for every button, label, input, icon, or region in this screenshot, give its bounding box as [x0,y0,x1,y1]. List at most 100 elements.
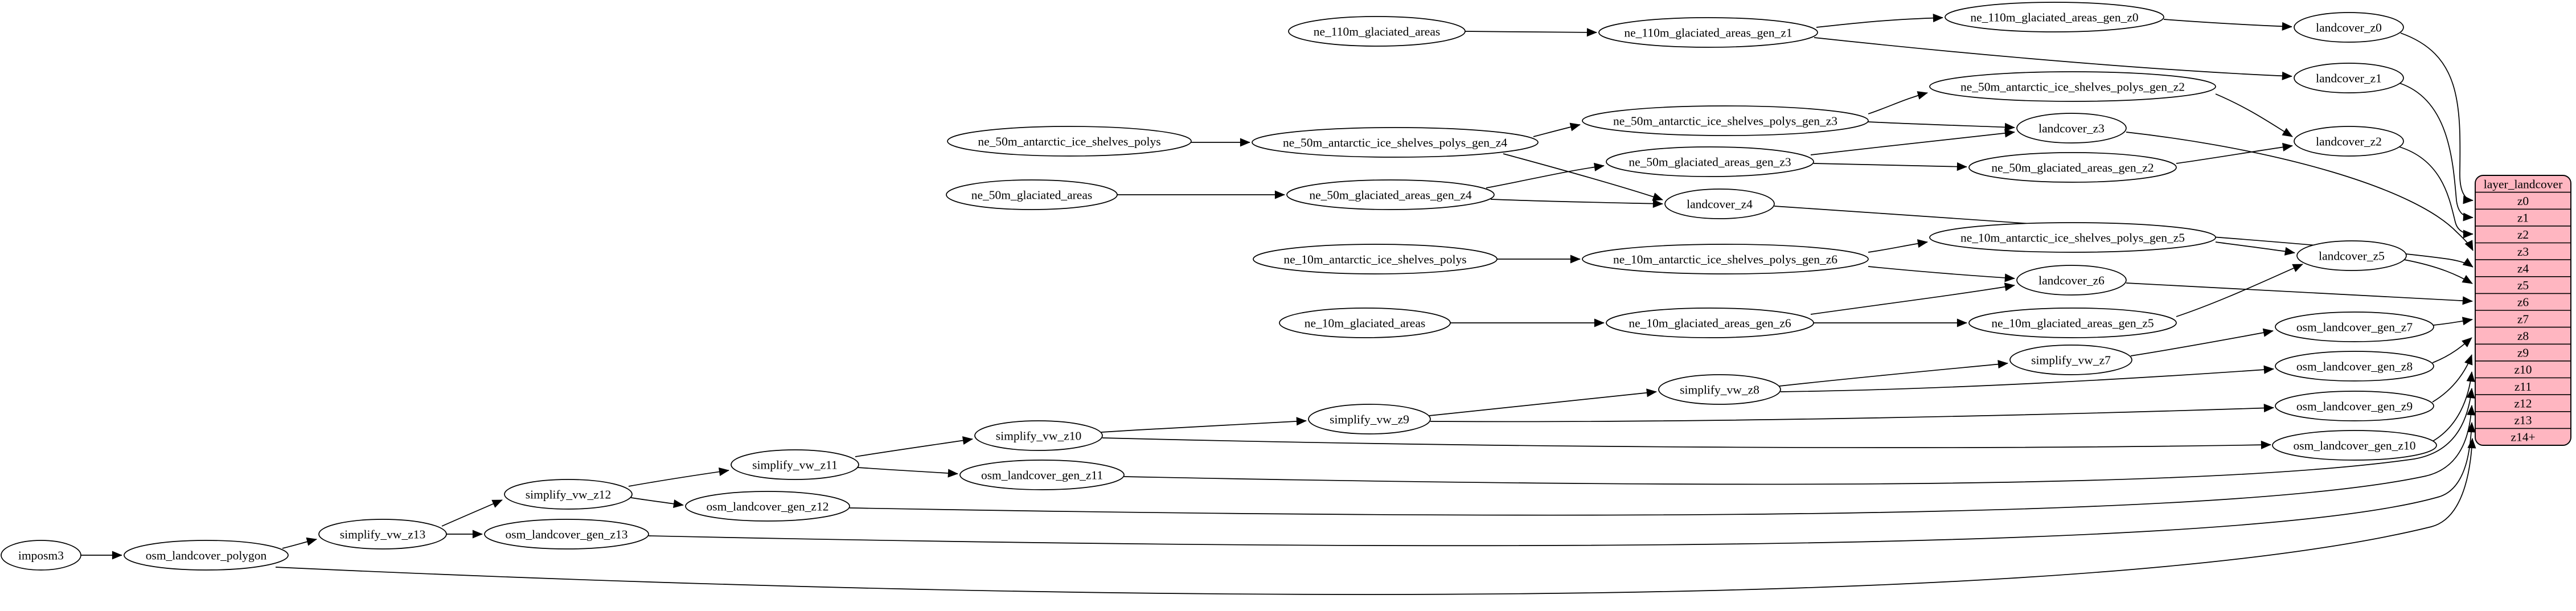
table-row-z1: z1 [2517,211,2529,225]
node-ne-50m-antarctic-ice-shelves-polys-gen-z2: ne_50m_antarctic_ice_shelves_polys_gen_z… [1929,71,2216,102]
edge [2399,146,2474,239]
table-title: layer_landcover [2484,177,2562,191]
node-simplify-vw-z10: simplify_vw_z10 [974,420,1103,451]
node-label: ne_50m_antarctic_ice_shelves_polys_gen_z… [1613,114,1837,128]
node-label: simplify_vw_z12 [526,488,612,502]
edge [2400,32,2474,204]
table-row-z13: z13 [2514,413,2532,427]
node-simplify-vw-z13: simplify_vw_z13 [318,519,447,550]
edge [1490,199,1663,208]
node-label: ne_110m_glaciated_areas_gen_z0 [1970,11,2138,24]
edge [275,438,2476,595]
edge [1810,129,2015,155]
node-label: ne_50m_glaciated_areas [971,188,1093,202]
node-ellipse [1968,152,2177,183]
edge [1102,437,2271,449]
node-simplify-vw-z8: simplify_vw_z8 [1658,374,1781,405]
node-landcover-z3: landcover_z3 [2016,113,2127,143]
node-ellipse [1308,404,1431,434]
node-ellipse [1664,188,1775,219]
node-ellipse [1582,244,1869,274]
node-label: osm_landcover_gen_z13 [506,528,628,542]
node-osm-landcover-gen-z10: osm_landcover_gen_z10 [2272,430,2437,461]
node-landcover-z6: landcover_z6 [2016,265,2127,296]
edge [630,497,684,509]
layer-landcover-table: layer_landcover z0 z1 z2 z3 z4 z5 z6 z7 … [2475,175,2571,446]
node-ne-50m-glaciated-areas-gen-z2: ne_50m_glaciated_areas_gen_z2 [1968,152,2177,183]
edge [1533,122,1581,137]
edge [1868,266,2015,282]
node-label: ne_10m_glaciated_areas [1305,317,1426,330]
node-landcover-z5: landcover_z5 [2296,240,2407,271]
node-simplify-vw-z11: simplify_vw_z11 [731,449,859,480]
node-ellipse [1945,2,2164,32]
node-label: ne_110m_glaciated_areas [1314,25,1440,39]
node-layer: imposm3 osm_landcover_polygon simplify_v… [1,2,2437,571]
table-row-z3: z3 [2517,245,2529,259]
node-osm-landcover-gen-z12: osm_landcover_gen_z12 [685,491,850,522]
node-landcover-z1: landcover_z1 [2294,63,2404,93]
node-ellipse [2009,345,2132,375]
node-ellipse [1279,307,1451,338]
edge [2432,337,2472,363]
node-label: landcover_z0 [2316,21,2382,35]
node-landcover-z0: landcover_z0 [2294,12,2404,43]
node-ne-50m-antarctic-ice-shelves-polys: ne_50m_antarctic_ice_shelves_polys [947,126,1192,157]
edge [1101,417,1307,433]
edge [1816,14,1943,28]
node-label: ne_50m_glaciated_areas_gen_z3 [1629,155,1791,169]
edge [2215,241,2295,256]
edge [1810,282,2015,315]
edge [2403,259,2473,284]
node-ne-50m-glaciated-areas-gen-z4: ne_50m_glaciated_areas_gen_z4 [1286,179,1495,210]
table-row-z12: z12 [2514,396,2532,410]
edge [2432,354,2473,403]
node-ellipse [946,179,1118,210]
node-landcover-z4: landcover_z4 [1664,188,1775,219]
node-ellipse [124,540,289,571]
node-label: osm_landcover_gen_z10 [2294,439,2416,453]
node-simplify-vw-z9: simplify_vw_z9 [1308,404,1431,434]
node-label: simplify_vw_z7 [2031,354,2111,367]
node-ne-10m-glaciated-areas: ne_10m_glaciated_areas [1279,307,1451,338]
node-label: osm_landcover_polygon [146,549,267,563]
node-label: simplify_vw_z13 [340,528,426,542]
node-ne-10m-antarctic-ice-shelves-polys: ne_10m_antarctic_ice_shelves_polys [1253,244,1498,274]
node-ne-110m-glaciated-areas-gen-z0: ne_110m_glaciated_areas_gen_z0 [1945,2,2164,32]
edge [855,436,973,457]
table-row-z0: z0 [2517,194,2529,208]
node-imposm3: imposm3 [1,540,81,571]
node-label: ne_50m_glaciated_areas_gen_z2 [1991,161,2153,175]
node-label: landcover_z5 [2319,249,2385,263]
edge [441,499,503,527]
node-ne-50m-antarctic-ice-shelves-polys-gen-z4: ne_50m_antarctic_ice_shelves_polys_gen_z… [1252,127,1539,158]
node-ellipse [1252,127,1539,158]
node-ellipse [974,420,1103,451]
node-ellipse [1,540,81,571]
node-label: simplify_vw_z8 [1680,383,1759,397]
node-ellipse [947,126,1192,157]
edge [1486,162,1605,188]
table-row-z8: z8 [2517,329,2529,343]
edge [2176,264,2303,317]
edge [1503,153,1663,201]
node-label: ne_10m_glaciated_areas_gen_z5 [1991,317,2153,330]
node-ne-110m-glaciated-areas-gen-z1: ne_110m_glaciated_areas_gen_z1 [1598,17,1818,48]
node-label: ne_10m_antarctic_ice_shelves_polys_gen_z… [1960,231,2185,245]
edge [2126,282,2473,305]
node-ellipse [2294,126,2404,157]
node-ellipse [1582,105,1869,136]
edge [2399,83,2474,222]
node-label: landcover_z4 [1687,198,1753,211]
node-label: ne_50m_antarctic_ice_shelves_polys_gen_z… [1960,80,2185,94]
node-osm-landcover-gen-z7: osm_landcover_gen_z7 [2275,311,2434,342]
edge [1814,37,2292,80]
edge [1868,91,1928,114]
node-label: imposm3 [18,549,64,563]
node-ellipse [504,479,633,510]
node-landcover-z2: landcover_z2 [2294,126,2404,157]
node-ellipse [2272,430,2437,461]
node-simplify-vw-z12: simplify_vw_z12 [504,479,633,510]
edge [2130,328,2274,356]
